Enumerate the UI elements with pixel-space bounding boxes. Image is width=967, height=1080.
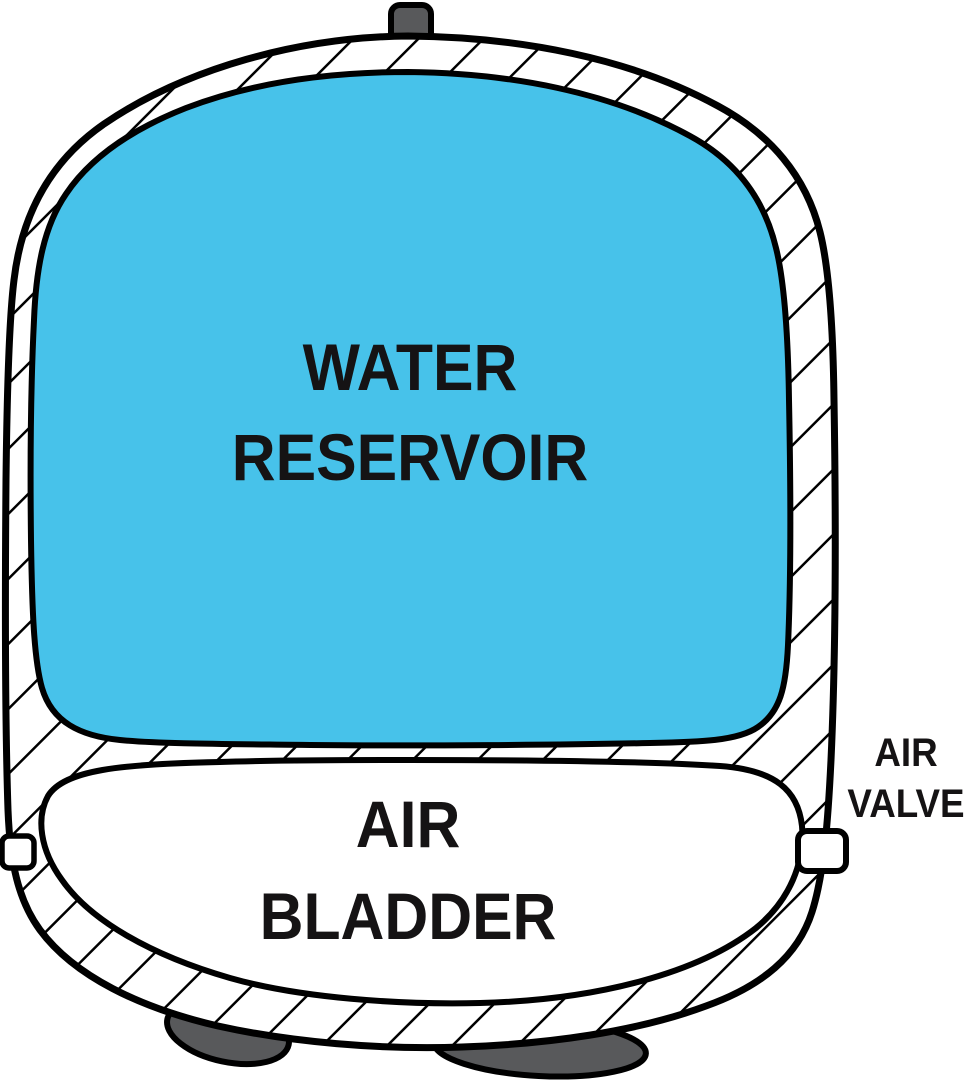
left-wall-seam-tab (0, 833, 37, 871)
water-reservoir-label: WATER RESERVOIR (232, 332, 589, 495)
air-valve-label-line2: VALVE (847, 782, 964, 827)
air-bladder-region (38, 757, 806, 1007)
water-reservoir-label-line1: WATER (303, 332, 518, 405)
air-bladder-label-line2: BLADDER (260, 881, 557, 954)
air-valve-label: AIR VALVE (847, 731, 964, 827)
water-reservoir-region (27, 69, 794, 749)
water-reservoir-label-line2: RESERVOIR (232, 422, 589, 495)
air-bladder-label-line1: AIR (356, 789, 461, 862)
air-bladder-label: AIR BLADDER (260, 789, 557, 954)
air-valve-label-line1: AIR (874, 731, 937, 776)
air-valve-stub (795, 828, 849, 874)
